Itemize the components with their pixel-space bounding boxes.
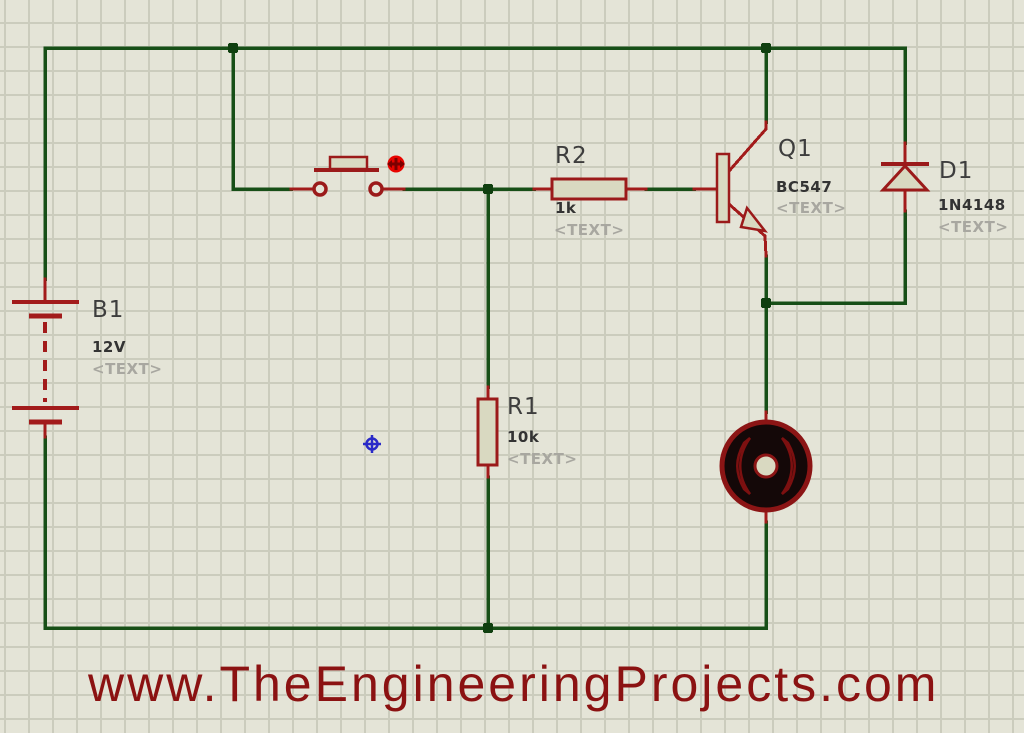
d1-text-placeholder: <TEXT> <box>938 218 1009 236</box>
battery-symbol[interactable] <box>12 300 79 425</box>
r1-text-placeholder: <TEXT> <box>507 450 578 468</box>
resistor-r1-body[interactable] <box>476 397 499 467</box>
d1-ref-label: D1 <box>939 158 974 184</box>
wire-button-branch[interactable] <box>231 46 293 191</box>
button-terminal-left <box>312 181 328 197</box>
q1-emitter-pin[interactable] <box>727 202 768 258</box>
button-terminal-right <box>368 181 384 197</box>
wire-bottom-loop[interactable] <box>43 435 768 630</box>
r1-ref-label: R1 <box>507 394 540 420</box>
junction-dot <box>483 184 493 194</box>
junction-dot <box>228 43 238 53</box>
battery-value-label: 12V <box>92 338 126 356</box>
d1-value-label: 1N4148 <box>938 196 1006 214</box>
origin-marker-icon <box>363 435 381 453</box>
diode-d1-symbol[interactable] <box>879 162 931 192</box>
r2-text-placeholder: <TEXT> <box>554 221 625 239</box>
battery-ref-label: B1 <box>92 297 125 323</box>
push-button[interactable] <box>312 155 384 197</box>
junction-dot <box>483 623 493 633</box>
motor-brush-right <box>780 437 796 495</box>
wire-to-diode[interactable] <box>764 209 907 305</box>
q1-value-label: BC547 <box>776 178 833 196</box>
resistor-r2-body[interactable] <box>550 177 628 201</box>
motor-shaft <box>753 453 779 479</box>
motor-brush-left <box>736 437 752 495</box>
q1-emitter-arrow <box>739 205 768 233</box>
button-actuator-icon[interactable] <box>387 155 405 173</box>
q1-ref-label: Q1 <box>778 136 813 162</box>
junction-dots <box>228 43 771 633</box>
transistor-q1-symbol[interactable] <box>715 152 768 233</box>
watermark-text: www.TheEngineeringProjects.com <box>88 656 940 712</box>
wire-left-top-right[interactable] <box>43 46 907 281</box>
battery-text-placeholder: <TEXT> <box>92 360 163 378</box>
wires <box>43 46 907 630</box>
junction-dot <box>761 298 771 308</box>
d1-anode-triangle <box>879 163 931 192</box>
dc-motor[interactable] <box>719 419 813 513</box>
q1-collector-pin[interactable] <box>727 120 768 173</box>
r1-value-label: 10k <box>507 428 540 446</box>
q1-text-placeholder: <TEXT> <box>776 199 847 217</box>
component-pins <box>43 120 907 524</box>
r2-value-label: 1k <box>555 199 577 217</box>
r2-ref-label: R2 <box>555 143 588 169</box>
junction-dot <box>761 43 771 53</box>
button-cap <box>328 155 369 171</box>
q1-base-bar <box>715 152 731 224</box>
